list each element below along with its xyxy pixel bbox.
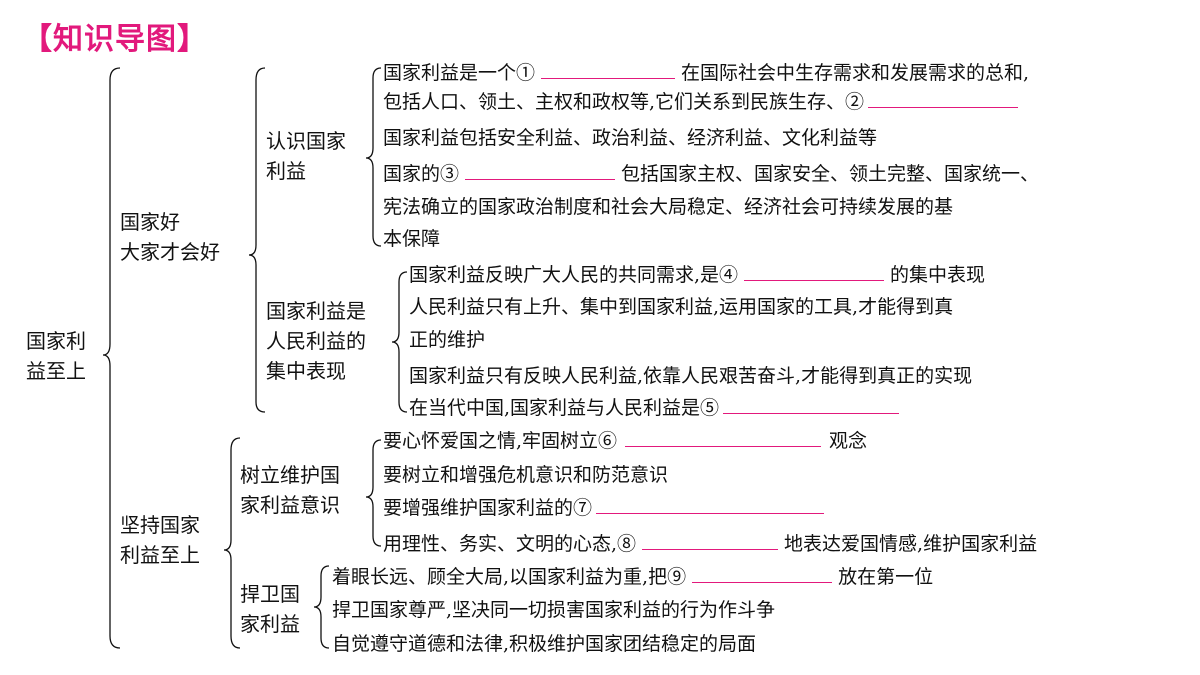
content-line: 国家利益是一个① 在国际社会中生存需求和发展需求的总和, (383, 59, 1029, 88)
answer-blank-2 (868, 89, 1019, 108)
brace-branch-2 (223, 437, 241, 649)
sub-label: 树立维护国 家利益意识 (240, 460, 340, 520)
line-text: 包括人口、领土、主权和政权等,它们关系到民族生存、② (383, 91, 865, 113)
content-line: 包括人口、领土、主权和政权等,它们关系到民族生存、② (383, 88, 1019, 117)
branch-label-line: 国家好 (120, 210, 180, 234)
sub-label-line: 集中表现 (266, 359, 346, 383)
sub-label: 认识国家 利益 (266, 126, 346, 186)
line-text: 观念 (829, 430, 868, 452)
line-text: 在国际社会中生存需求和发展需求的总和, (681, 62, 1030, 84)
line-text: 要增强维护国家利益的⑦ (383, 497, 593, 519)
answer-blank-4 (744, 262, 885, 281)
line-text: 在当代中国,国家利益与人民利益是⑤ (409, 397, 720, 419)
content-line: 用理性、务实、文明的心态,⑧ 地表达爱国情感,维护国家利益 (383, 530, 1037, 559)
content-line: 在当代中国,国家利益与人民利益是⑤ (409, 394, 900, 423)
content-line: 本保障 (383, 228, 441, 250)
section-title: 【知识导图】 (22, 22, 208, 57)
answer-blank-1 (541, 60, 676, 79)
content-line: 宪法确立的国家政治制度和社会大局稳定、经济社会可持续发展的基 (383, 196, 954, 218)
sub-label: 捍卫国 家利益 (240, 579, 300, 639)
branch-label-line: 利益至上 (120, 543, 200, 567)
content-line: 国家利益包括安全利益、政治利益、经济利益、文化利益等 (383, 127, 878, 149)
content-line: 人民利益只有上升、集中到国家利益,运用国家的工具,才能得到真 (409, 296, 954, 318)
line-text: 地表达爱国情感,维护国家利益 (784, 533, 1038, 555)
answer-blank-7 (596, 495, 825, 514)
line-text: 国家利益是一个① (383, 62, 536, 84)
sub-label-line: 国家利益是 (266, 299, 366, 323)
answer-blank-8 (642, 531, 779, 550)
line-text: 包括国家主权、国家安全、领土完整、国家统一、 (621, 163, 1040, 185)
sub-label-line: 人民利益的 (266, 329, 366, 353)
brace-sub-4 (313, 565, 330, 649)
root-label: 国家利 益至上 (26, 326, 86, 386)
sub-label-line: 利益 (266, 159, 306, 183)
line-text: 放在第一位 (838, 566, 934, 588)
branch-label-line: 坚持国家 (120, 513, 200, 537)
line-text: 的集中表现 (890, 264, 986, 286)
content-line: 要增强维护国家利益的⑦ (383, 494, 825, 523)
brace-sub-1 (365, 67, 382, 247)
answer-blank-9 (692, 564, 833, 583)
sub-label-line: 捍卫国 (240, 582, 300, 606)
content-line: 自觉遵守道德和法律,积极维护国家团结稳定的局面 (332, 633, 757, 655)
brace-sub-2 (391, 271, 408, 413)
content-line: 要树立和增强危机意识和防范意识 (383, 464, 669, 486)
sub-label: 国家利益是 人民利益的 集中表现 (266, 296, 366, 386)
root-label-line: 益至上 (26, 359, 86, 383)
content-line: 国家的③ 包括国家主权、国家安全、领土完整、国家统一、 (383, 160, 1039, 189)
content-line: 国家利益只有反映人民利益,依靠人民艰苦奋斗,才能得到真正的实现 (409, 365, 973, 387)
answer-blank-3 (465, 161, 616, 180)
branch-label: 坚持国家 利益至上 (120, 510, 200, 570)
brace-root (102, 67, 121, 649)
sub-label-line: 家利益 (240, 612, 300, 636)
branch-label: 国家好 大家才会好 (120, 207, 220, 267)
content-line: 捍卫国家尊严,坚决同一切损害国家利益的行为作斗争 (332, 599, 776, 621)
line-text: 国家利益反映广大人民的共同需求,是④ (409, 264, 739, 286)
content-line: 国家利益反映广大人民的共同需求,是④ 的集中表现 (409, 261, 985, 290)
answer-blank-5 (723, 395, 900, 414)
answer-blank-6 (625, 428, 822, 447)
line-text: 国家的③ (383, 163, 460, 185)
branch-label-line: 大家才会好 (120, 240, 220, 264)
brace-sub-3 (365, 439, 382, 547)
content-line: 要心怀爱国之情,牢固树立⑥ 观念 (383, 427, 867, 456)
content-line: 着眼长远、顾全大局,以国家利益为重,把⑨ 放在第一位 (332, 563, 933, 592)
content-line: 正的维护 (409, 329, 486, 351)
line-text: 要心怀爱国之情,牢固树立⑥ (383, 430, 618, 452)
root-label-line: 国家利 (26, 329, 86, 353)
line-text: 用理性、务实、文明的心态,⑧ (383, 533, 637, 555)
brace-branch-1 (248, 67, 266, 413)
sub-label-line: 家利益意识 (240, 493, 340, 517)
line-text: 着眼长远、顾全大局,以国家利益为重,把⑨ (332, 566, 687, 588)
sub-label-line: 树立维护国 (240, 463, 340, 487)
sub-label-line: 认识国家 (266, 129, 346, 153)
